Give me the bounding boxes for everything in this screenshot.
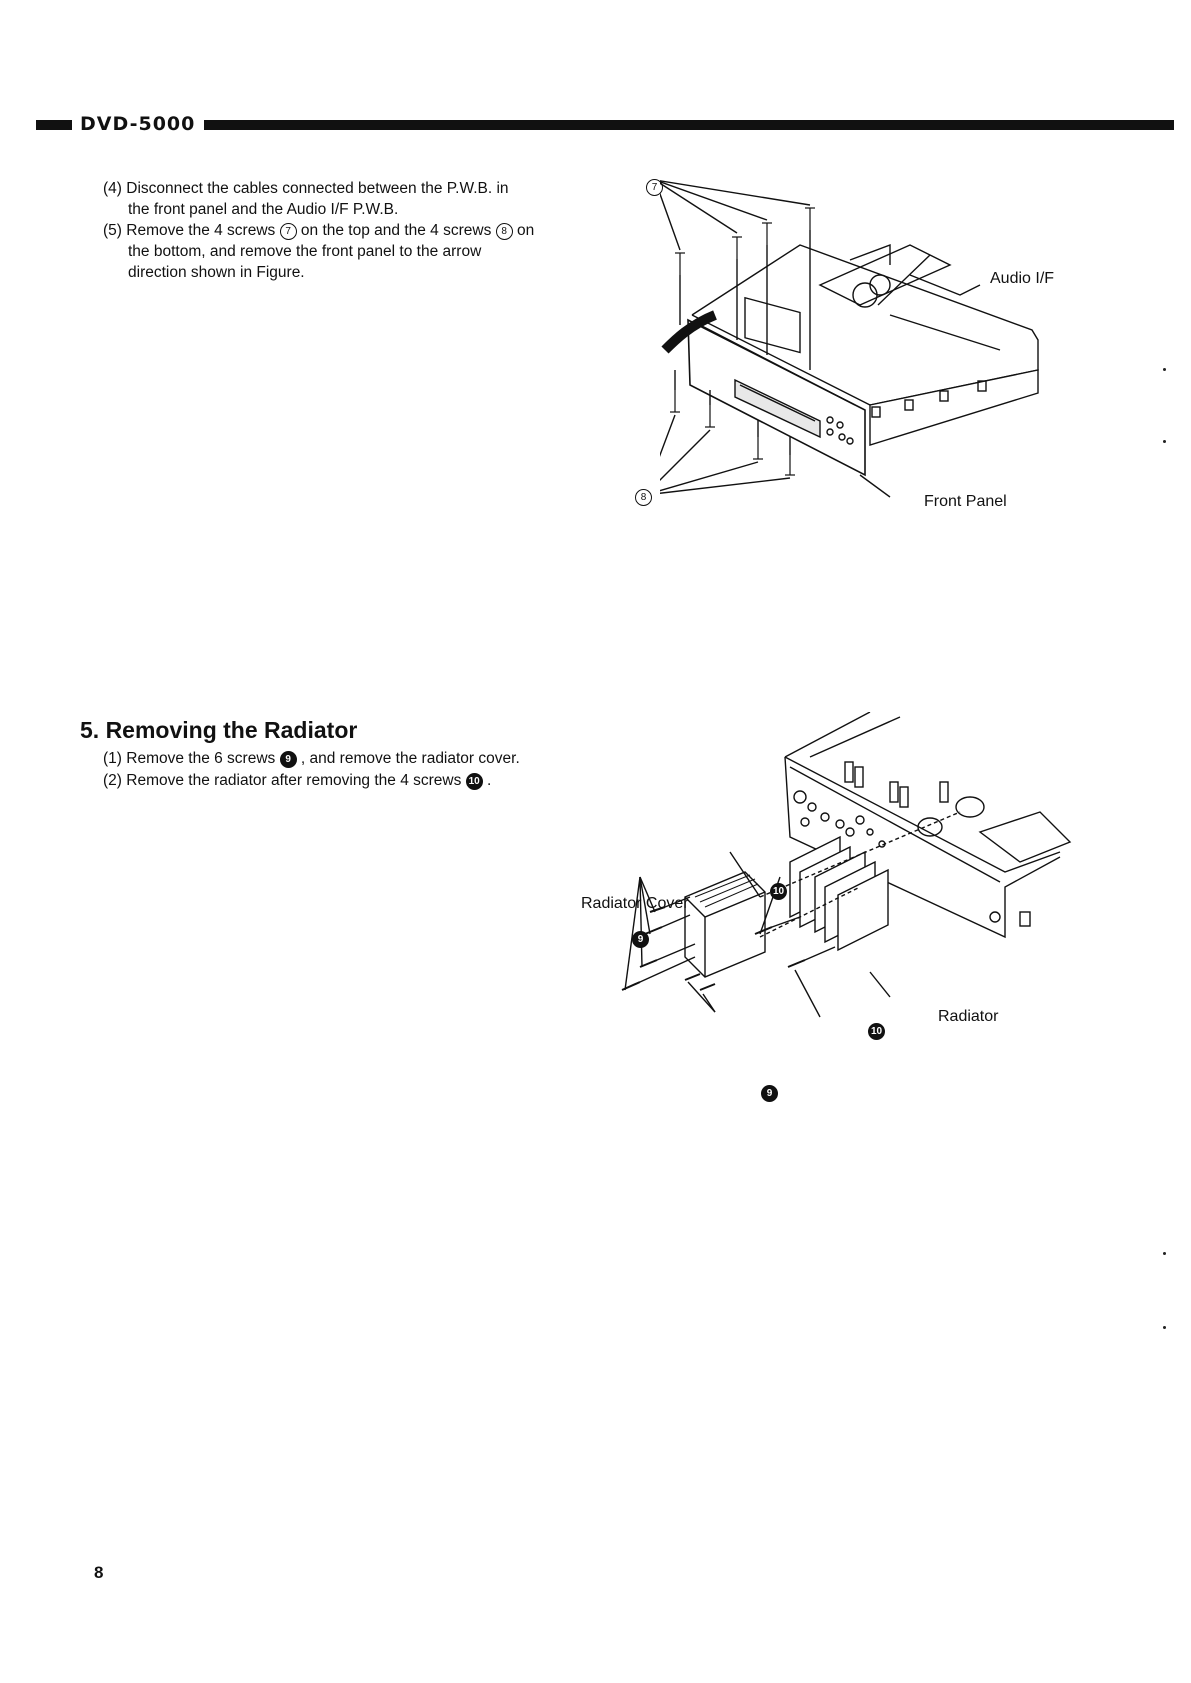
section-5-step-1: (1) Remove the 6 screws 9 , and remove t… — [103, 748, 623, 770]
section-5-step-2-text-b: . — [487, 772, 492, 789]
section-5-title: 5. Removing the Radiator — [80, 717, 358, 743]
margin-mark — [1163, 1326, 1166, 1329]
step-4-line-2: the front panel and the Audio I/F P.W.B. — [128, 201, 399, 218]
callout-7: 7 — [646, 178, 663, 196]
step-5: (5) Remove the 4 screws 7 on the top and… — [103, 220, 573, 283]
screw-7-ref: 7 — [279, 223, 297, 240]
label-audio-if: Audio I/F — [990, 270, 1055, 287]
label-front-panel: Front Panel — [924, 493, 1007, 510]
front-panel-figure — [660, 180, 1039, 498]
section-5-steps: (1) Remove the 6 screws 9 , and remove t… — [103, 748, 623, 792]
label-radiator-cover: Radiator Cover — [581, 895, 689, 912]
callout-9-lower-marker: 9 — [761, 1085, 778, 1102]
callout-9-upper: 9 — [632, 930, 649, 948]
callout-10-upper: 10 — [770, 882, 787, 900]
section-5-step-2-text-a: (2) Remove the radiator after removing t… — [103, 772, 462, 789]
callout-10-lower-marker: 10 — [868, 1023, 885, 1040]
step-5-text-a: (5) Remove the 4 screws — [103, 222, 276, 239]
radiator-figure — [621, 712, 1072, 1018]
step-5-line-3: direction shown in Figure. — [128, 264, 305, 281]
step-4: (4) Disconnect the cables connected betw… — [103, 178, 573, 220]
callout-9-lower: 9 — [761, 1084, 778, 1102]
section-5-step-2: (2) Remove the radiator after removing t… — [103, 770, 623, 792]
section-5-step-1-text-b: , and remove the radiator cover. — [300, 750, 520, 767]
screw-9-ref: 9 — [279, 751, 297, 768]
callout-10-upper-marker: 10 — [770, 883, 787, 900]
step-5-text-b: on the top and the 4 screws — [300, 222, 492, 239]
callout-10-lower: 10 — [868, 1022, 885, 1040]
screw-10-ref: 10 — [465, 773, 483, 790]
page-header: DVD-5000 — [36, 114, 1174, 134]
margin-mark — [1163, 1252, 1166, 1255]
header-block — [36, 120, 72, 130]
step-5-line-1: (5) Remove the 4 screws 7 on the top and… — [103, 220, 573, 241]
step-5-line-2: the bottom, and remove the front panel t… — [128, 243, 482, 260]
callout-8: 8 — [635, 488, 652, 506]
header-rule — [204, 120, 1174, 130]
margin-mark — [1163, 368, 1166, 371]
callout-9-upper-marker: 9 — [632, 931, 649, 948]
section-5-step-1-text-a: (1) Remove the 6 screws — [103, 750, 276, 767]
callout-7-marker: 7 — [646, 179, 663, 196]
step-4-line-1: (4) Disconnect the cables connected betw… — [103, 180, 509, 197]
page-number: 8 — [94, 1563, 104, 1582]
label-radiator: Radiator — [938, 1008, 999, 1025]
callout-8-marker: 8 — [635, 489, 652, 506]
margin-mark — [1163, 440, 1166, 443]
model-name: DVD-5000 — [80, 113, 196, 135]
step-5-text-c: on — [516, 222, 535, 239]
screw-8-ref: 8 — [495, 223, 513, 240]
